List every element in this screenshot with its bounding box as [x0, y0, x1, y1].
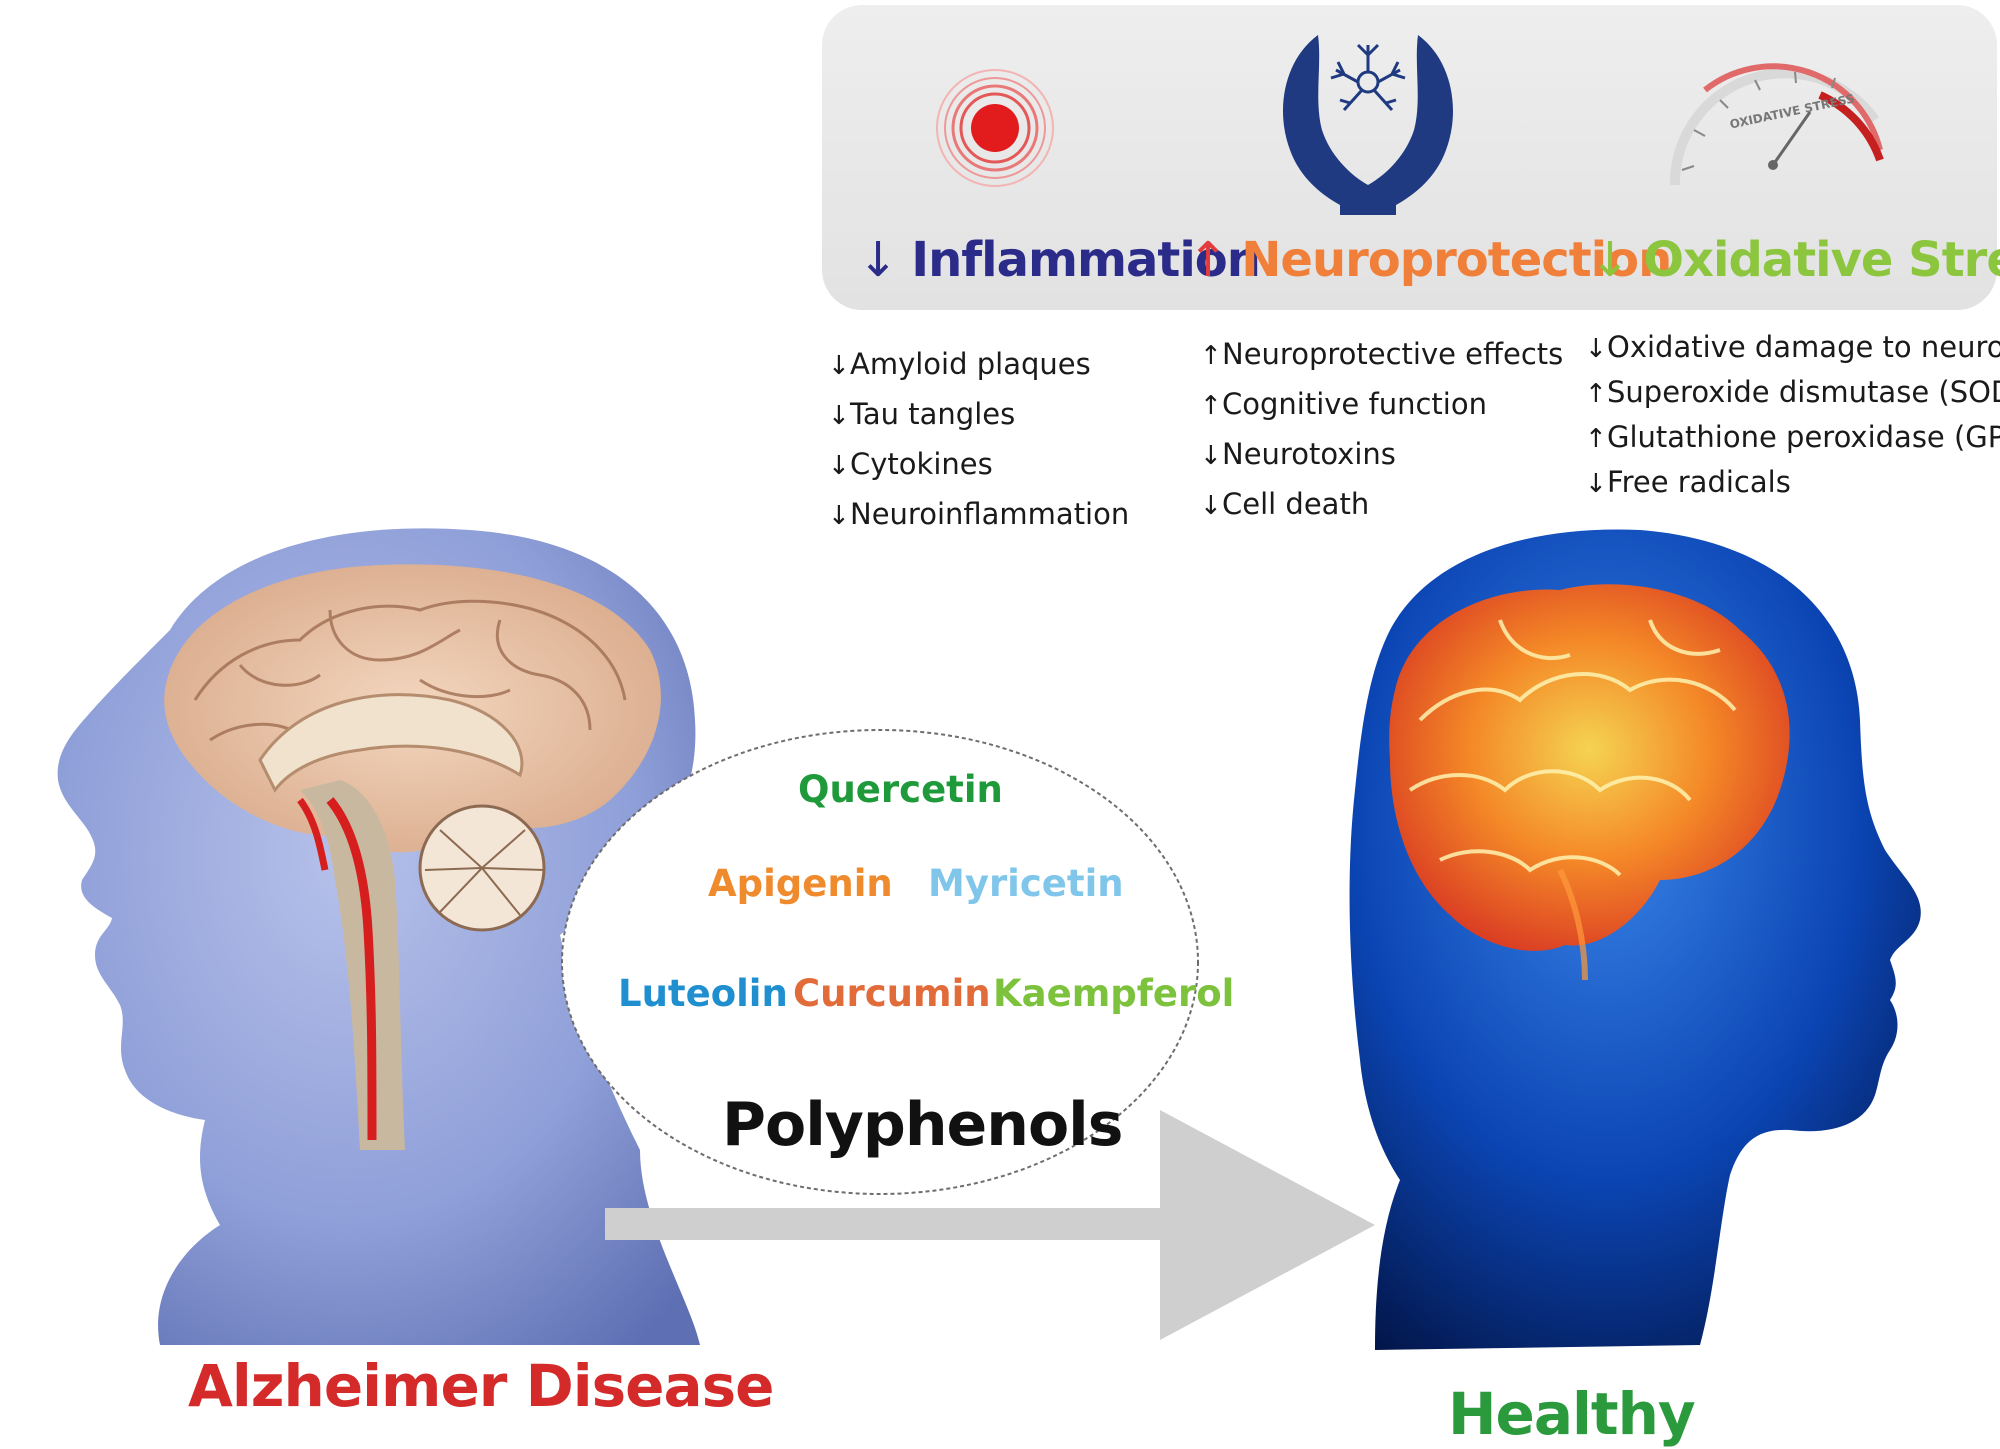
neuroprotection-effect-text: Cognitive function	[1222, 387, 1487, 421]
oxidative-effects-list: ↓Oxidative damage to neurons↑Superoxide …	[1585, 326, 2000, 506]
arrow-down-icon: ↓	[1200, 441, 1222, 471]
neuroprotection-effect-item: ↑Cognitive function	[1200, 380, 1563, 430]
arrow-down-icon: ↓	[1200, 491, 1222, 521]
neuroprotection-effect-text: Neuroprotective effects	[1222, 337, 1564, 371]
oxidative-effect-text: Oxidative damage to neurons	[1607, 330, 2000, 364]
polyphenols-ellipse	[561, 729, 1199, 1195]
oxidative-effect-text: Glutathione peroxidase (GPx)	[1607, 420, 2000, 454]
compound-apigenin: Apigenin	[708, 862, 893, 905]
arrow-down-icon: ↓	[858, 232, 898, 288]
inflammation-effects-list: ↓Amyloid plaques↓Tau tangles↓Cytokines↓N…	[828, 340, 1129, 540]
inflammation-effect-item: ↓Neuroinflammation	[828, 490, 1129, 540]
neuroprotection-effect-text: Neurotoxins	[1222, 437, 1396, 471]
hands-neuron-icon	[1282, 35, 1454, 215]
arrow-down-icon: ↓	[828, 401, 850, 431]
polyphenols-title: Polyphenols	[722, 1090, 1123, 1160]
healthy-label: Healthy	[1448, 1380, 1696, 1448]
neuroprotection-effect-text: Cell death	[1222, 487, 1370, 521]
compound-curcumin: Curcumin	[793, 972, 991, 1015]
oxidative-effect-item: ↑Superoxide dismutase (SOD)	[1585, 371, 2000, 416]
compound-myricetin: Myricetin	[928, 862, 1124, 905]
progression-arrow	[605, 1110, 1375, 1340]
inflammation-effect-text: Tau tangles	[850, 397, 1016, 431]
alzheimer-head-illustration	[57, 528, 700, 1345]
inflammation-effect-text: Amyloid plaques	[850, 347, 1091, 381]
arrow-up-icon: ↑	[1585, 379, 1607, 409]
neuroprotection-effects-list: ↑Neuroprotective effects↑Cognitive funct…	[1200, 330, 1563, 530]
compound-luteolin: Luteolin	[618, 972, 788, 1015]
arrow-down-icon: ↓	[828, 351, 850, 381]
arrow-up-icon: ↑	[1200, 341, 1222, 371]
oxidative-stress-heading: ↓Oxidative Stress	[1590, 232, 2000, 288]
inflammation-label: Inflammation	[911, 232, 1261, 288]
inflammation-effect-text: Cytokines	[850, 447, 993, 481]
arrow-down-icon: ↓	[828, 451, 850, 481]
arrow-down-icon: ↓	[1585, 334, 1607, 364]
neuroprotection-label: Neuroprotection	[1241, 232, 1672, 288]
arrow-up-icon: ↑	[1200, 391, 1222, 421]
inflammation-target-icon	[936, 69, 1054, 187]
oxidative-effect-item: ↓Oxidative damage to neurons	[1585, 326, 2000, 371]
healthy-head-illustration	[1349, 529, 1921, 1350]
arrow-down-icon: ↓	[828, 501, 850, 531]
compound-quercetin: Quercetin	[798, 768, 1003, 811]
neuroprotection-effect-item: ↓Neurotoxins	[1200, 430, 1563, 480]
oxidative-stress-label: Oxidative Stress	[1643, 232, 2000, 288]
neuroprotection-heading: ↑Neuroprotection	[1188, 232, 1672, 288]
arrow-up-icon: ↑	[1585, 424, 1607, 454]
neuroprotection-effect-item: ↓Cell death	[1200, 480, 1563, 530]
compound-kaempferol: Kaempferol	[993, 972, 1235, 1015]
alzheimer-disease-label: Alzheimer Disease	[188, 1352, 774, 1420]
arrow-up-icon: ↑	[1188, 232, 1228, 288]
inflammation-effect-item: ↓Tau tangles	[828, 390, 1129, 440]
arrow-down-icon: ↓	[1585, 469, 1607, 499]
oxidative-effect-text: Superoxide dismutase (SOD)	[1607, 375, 2000, 409]
oxidative-effect-item: ↓Free radicals	[1585, 461, 2000, 506]
inflammation-effect-item: ↓Amyloid plaques	[828, 340, 1129, 390]
inflammation-effect-text: Neuroinflammation	[850, 497, 1130, 531]
neuroprotection-effect-item: ↑Neuroprotective effects	[1200, 330, 1563, 380]
oxidative-effect-item: ↑Glutathione peroxidase (GPx)	[1585, 416, 2000, 461]
inflammation-heading: ↓Inflammation	[858, 232, 1261, 288]
oxidative-effect-text: Free radicals	[1607, 465, 1791, 499]
arrow-down-icon: ↓	[1590, 232, 1630, 288]
inflammation-effect-item: ↓Cytokines	[828, 440, 1129, 490]
